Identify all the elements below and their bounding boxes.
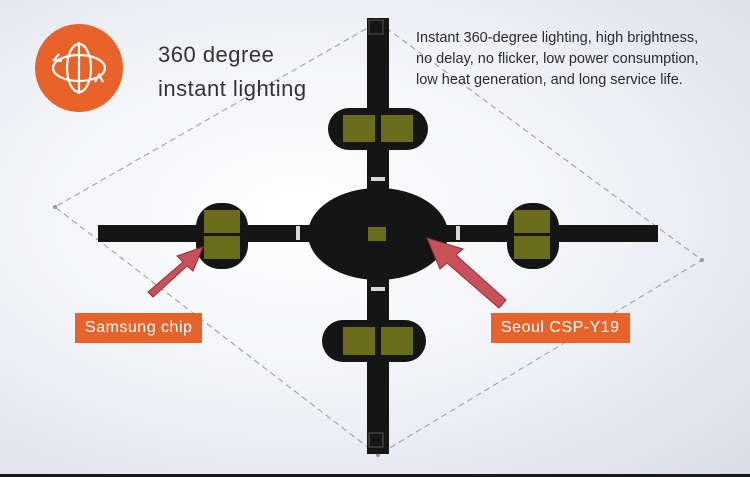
samsung-pointer-arrow bbox=[147, 246, 204, 298]
led-pad-bottom bbox=[322, 320, 426, 362]
feature-title-line2: instant lighting bbox=[158, 76, 307, 101]
center-chip bbox=[368, 227, 386, 241]
seoul-chip-callout: Seoul CSP-Y19 bbox=[491, 313, 630, 343]
samsung-chip-callout: Samsung chip bbox=[75, 313, 203, 343]
led-pad-top bbox=[328, 108, 428, 150]
feature-title-line1: 360 degree bbox=[158, 42, 275, 67]
rotation-360-icon bbox=[35, 24, 123, 112]
feature-description: Instant 360-degree lighting, high bright… bbox=[416, 30, 699, 88]
led-pad-left bbox=[196, 203, 248, 269]
feature-title: 360 degree instant lighting bbox=[158, 38, 307, 106]
led-pad-right bbox=[507, 203, 559, 269]
seoul-pointer-arrow bbox=[426, 237, 507, 309]
bottom-rule bbox=[0, 474, 750, 477]
